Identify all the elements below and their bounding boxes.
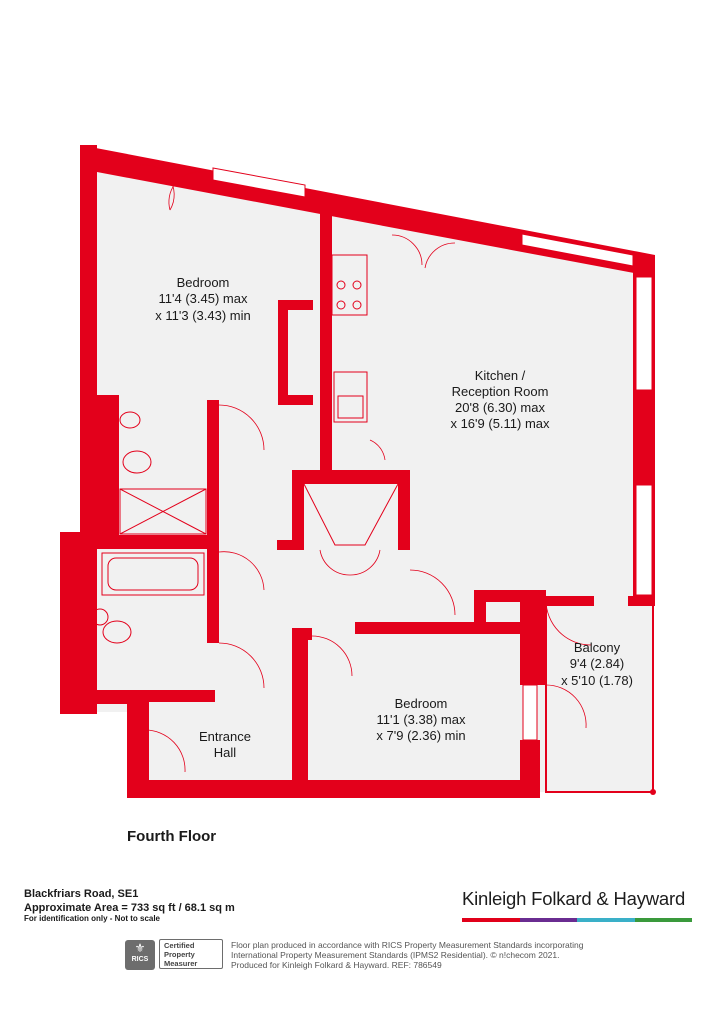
- rics-logo-text: RICS: [131, 956, 149, 963]
- brand-color-bar: [462, 918, 692, 922]
- bedroom2-name: Bedroom: [395, 696, 448, 711]
- rics-badge: ⚜ RICS Certified Property Measurer: [125, 939, 225, 970]
- hall-name2: Hall: [214, 745, 237, 760]
- kitchen-dim2: x 16'9 (5.11) max: [450, 416, 550, 431]
- brand-bar-red: [462, 918, 520, 922]
- balcony-dim2: x 5'10 (1.78): [561, 673, 633, 688]
- floor-name: Fourth Floor: [127, 828, 217, 845]
- property-address: Blackfriars Road, SE1: [24, 888, 139, 900]
- disclaimer-line3: Produced for Kinleigh Folkard & Hayward.…: [231, 960, 442, 970]
- rics-line3: Measurer: [164, 959, 198, 968]
- brand-bar-green: [634, 918, 692, 922]
- shower: [119, 488, 207, 535]
- balcony-name: Balcony: [574, 640, 621, 655]
- kitchen-name1: Kitchen /: [475, 368, 526, 383]
- bath: [101, 552, 205, 596]
- balcony-outline: [545, 606, 654, 793]
- property-info: Blackfriars Road, SE1 Approximate Area =…: [24, 887, 235, 915]
- rics-line2: Property: [164, 950, 195, 959]
- balcony-dim1: 9'4 (2.84): [570, 656, 625, 671]
- floor-plan: Bedroom 11'4 (3.45) max x 11'3 (3.43) mi…: [60, 145, 656, 798]
- rics-crest-icon: ⚜: [134, 941, 146, 955]
- room-labels: Bedroom 11'4 (3.45) max x 11'3 (3.43) mi…: [155, 275, 633, 760]
- rics-line1: Certified: [164, 941, 195, 950]
- disclaimer: Floor plan produced in accordance with R…: [231, 940, 621, 970]
- cupboard: [303, 483, 399, 546]
- kitchen-name2: Reception Room: [452, 384, 549, 399]
- bedroom2-dim1: 11'1 (3.38) max: [377, 712, 466, 727]
- sink: [333, 371, 368, 423]
- disclaimer-line1: Floor plan produced in accordance with R…: [231, 940, 584, 950]
- basin-1: [119, 411, 141, 429]
- toilet-2: [102, 620, 132, 644]
- windows: [212, 167, 653, 741]
- brand-name: Kinleigh Folkard & Hayward: [462, 888, 686, 909]
- disclaimer-line2: International Property Measurement Stand…: [231, 950, 560, 960]
- scale-note: For identification only - Not to scale: [24, 914, 161, 923]
- door-swings: [139, 164, 592, 773]
- brand-bar-purple: [519, 918, 577, 922]
- fixtures: [91, 254, 399, 644]
- bedroom1-dim1: 11'4 (3.45) max: [159, 291, 248, 306]
- property-area: Approximate Area = 733 sq ft / 68.1 sq m: [24, 902, 235, 914]
- bedroom2-dim2: x 7'9 (2.36) min: [376, 728, 465, 743]
- hall-name1: Entrance: [199, 729, 251, 744]
- kitchen-dim1: 20'8 (6.30) max: [455, 400, 545, 415]
- rics-certified-text: Certified Property Measurer: [159, 939, 223, 969]
- brand-bar-cyan: [577, 918, 635, 922]
- toilet-1: [122, 450, 152, 474]
- rics-logo: ⚜ RICS: [125, 940, 155, 970]
- bedroom1-name: Bedroom: [177, 275, 230, 290]
- basin-2: [91, 608, 109, 626]
- bedroom1-dim2: x 11'3 (3.43) min: [155, 308, 250, 323]
- hob: [331, 254, 368, 316]
